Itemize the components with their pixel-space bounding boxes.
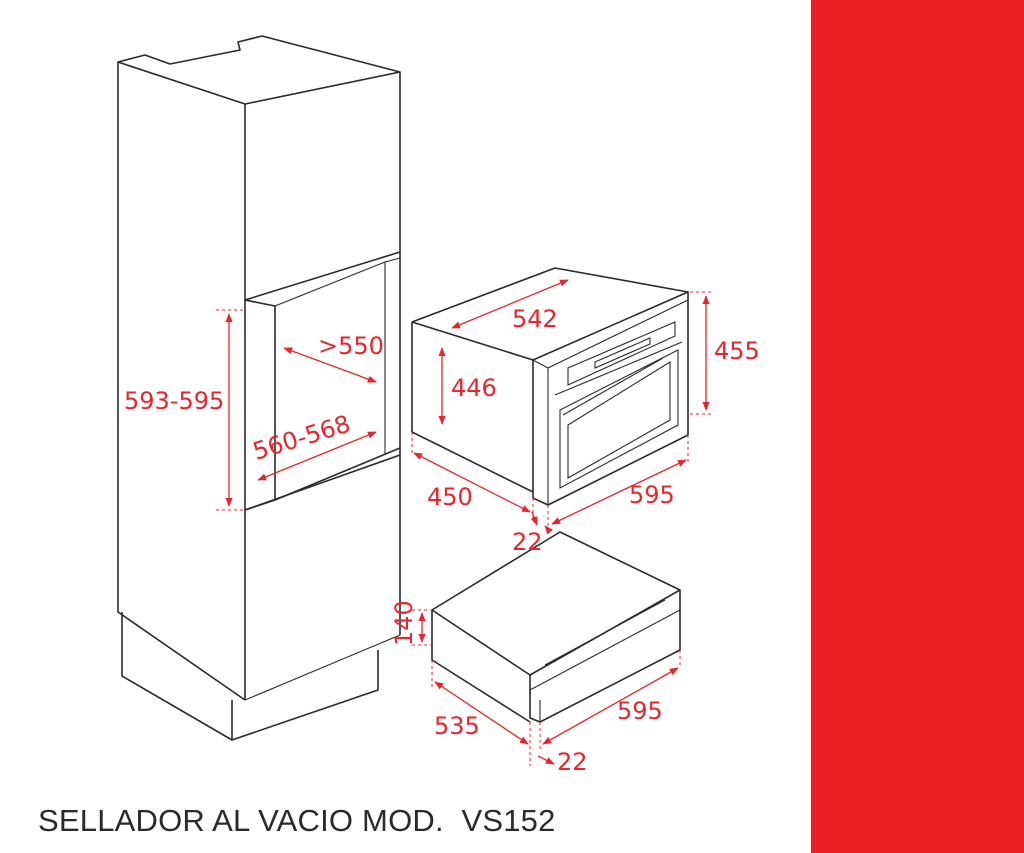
dim-drawer-depth: 535 (434, 712, 480, 740)
tall-cabinet (117, 35, 401, 741)
dim-cabinet-width: 560-568 (250, 410, 354, 466)
dim-drawer-front-thickness: 22 (557, 748, 588, 776)
dim-oven-top-width: 542 (512, 305, 558, 333)
dim-cabinet-height: 593-595 (124, 387, 224, 415)
dim-oven-body-height: 446 (451, 374, 497, 402)
dim-drawer-front-width: 595 (617, 697, 663, 725)
vacuum-sealer-drawer (431, 531, 681, 723)
product-caption: SELLADOR AL VACIO MOD. VS152 (38, 803, 556, 839)
caption-model: VS152 (461, 803, 556, 838)
dimension-lines (216, 279, 712, 766)
dim-oven-front-thickness: 22 (512, 528, 543, 556)
brand-color-panel (811, 0, 1024, 853)
dim-cabinet-depth: >550 (318, 332, 384, 360)
dim-oven-front-width: 595 (629, 481, 675, 509)
dim-oven-front-height: 455 (714, 337, 760, 365)
caption-title: SELLADOR AL VACIO MOD. (38, 803, 444, 838)
dim-drawer-height: 140 (390, 600, 418, 646)
dim-oven-body-depth: 450 (427, 483, 473, 511)
